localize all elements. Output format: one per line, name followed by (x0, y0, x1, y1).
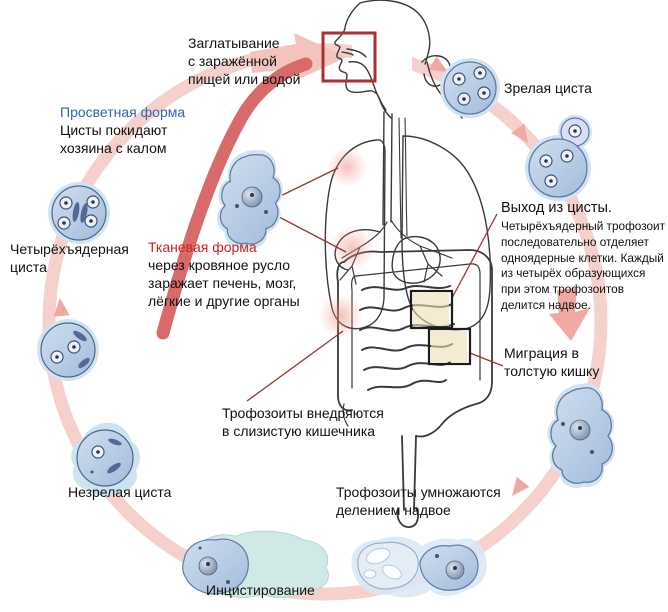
excystation-title: Выход из цисты. (501, 200, 612, 216)
tissue-trophozoite-illustration (211, 145, 290, 254)
stomach-outline (391, 235, 441, 284)
excystation-text: Четырёхъядерный трофозоит последовательн… (501, 219, 666, 312)
immature-cyst-label: Незрелая циста (68, 484, 172, 500)
excysting-cyst-illustration (525, 115, 592, 201)
luminal-form-text: Цисты покидают хозяина с калом (60, 122, 168, 156)
immature-cyst-illustration (71, 422, 141, 497)
trophozoite-right-illustration (547, 383, 616, 489)
binucleate-cyst-illustration (37, 319, 99, 381)
invasion-label: Трофозоиты внедряются в слизистую кишечн… (222, 405, 384, 439)
tissue-form-arc (156, 57, 313, 340)
mature-cyst-label: Зрелая циста (504, 80, 592, 96)
mature-cyst-illustration (440, 58, 500, 118)
arc-gap (352, 0, 412, 112)
mouth-highlight-box (321, 31, 377, 83)
dividing-trophozoite-illustration (351, 536, 487, 598)
multiplication-label: Трофозоиты умножаются делением надвое (336, 484, 501, 518)
four-nucleated-cyst-illustration (48, 182, 110, 244)
cycle-arrows (42, 0, 608, 601)
tissue-form-text: через кровяное русло заражает печень, мо… (148, 257, 300, 309)
descent-arrow (549, 288, 590, 341)
organ-highlights (319, 147, 467, 362)
tissue-form-title: Тканевая форма (148, 239, 257, 255)
luminal-form-title: Просветная форма (60, 104, 186, 120)
encystation-label: Инцистирование (206, 582, 315, 598)
ingestion-label: Заглатывание с заражённой пищей или водо… (188, 35, 301, 87)
migration-label: Миграция в толстую кишку (504, 345, 600, 379)
ingestion-arrow (250, 33, 347, 80)
colon-box (427, 327, 472, 366)
encysting-trophozoite-illustration (182, 530, 329, 598)
four-nucleated-cyst-label: Четырёхъядерная циста (10, 241, 129, 275)
